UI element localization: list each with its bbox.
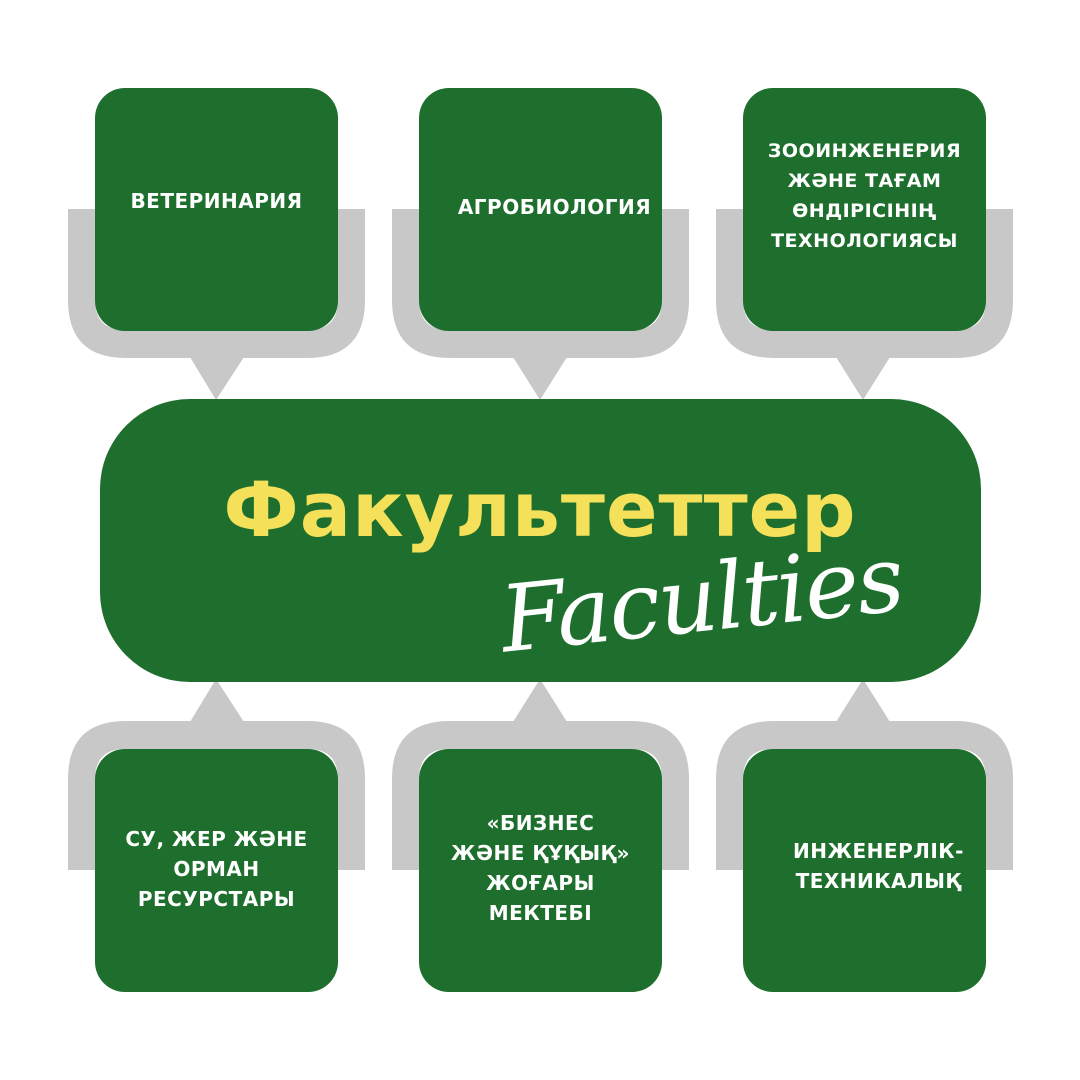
faculty-label: ВЕТЕРИНАРИЯ [130,188,303,213]
connector-pointer-5 [513,679,567,722]
hub-title: Факультеттер [223,465,857,554]
connector-frame-6 [716,721,1013,870]
faculty-label: «БИЗНЕС ЖӘНЕ ҚҰҚЫҚ» ЖОҒАРЫ МЕКТЕБІ [451,810,630,925]
faculty-label: АГРОБИОЛОГИЯ [457,194,652,219]
connector-pointer-6 [836,679,890,722]
faculty-card-agrobiology[interactable]: АГРОБИОЛОГИЯ [419,88,662,331]
central-hub [100,399,981,682]
connector-pointer-4 [190,679,244,722]
faculty-card-business-law[interactable]: «БИЗНЕС ЖӘНЕ ҚҰҚЫҚ» ЖОҒАРЫ МЕКТЕБІ [419,749,662,992]
connector-pointer-3 [836,357,890,400]
connector-frame-5 [392,721,689,870]
faculty-label: ИНЖЕНЕРЛІК- ТЕХНИКАЛЫҚ [793,838,964,893]
faculty-label: СУ, ЖЕР ЖӘНЕ ОРМАН РЕСУРСТАРЫ [125,826,308,911]
connector-frame-1 [68,209,365,358]
faculty-card-engineering-technical[interactable]: ИНЖЕНЕРЛІК- ТЕХНИКАЛЫҚ [743,749,986,992]
connector-frame-3 [716,209,1013,358]
faculty-card-zooengineering[interactable]: ЗООИНЖЕНЕРИЯ ЖӘНЕ ТАҒАМ ӨНДІРІСІНІҢ ТЕХН… [743,88,986,331]
faculty-card-veterinary[interactable]: ВЕТЕРИНАРИЯ [95,88,338,331]
faculty-label: ЗООИНЖЕНЕРИЯ ЖӘНЕ ТАҒАМ ӨНДІРІСІНІҢ ТЕХН… [767,139,962,252]
connector-pointer-1 [190,357,244,400]
connector-pointer-2 [513,357,567,400]
connector-frame-4 [68,721,365,870]
connector-frame-2 [392,209,689,358]
faculty-card-water-land-forest[interactable]: СУ, ЖЕР ЖӘНЕ ОРМАН РЕСУРСТАРЫ [95,749,338,992]
